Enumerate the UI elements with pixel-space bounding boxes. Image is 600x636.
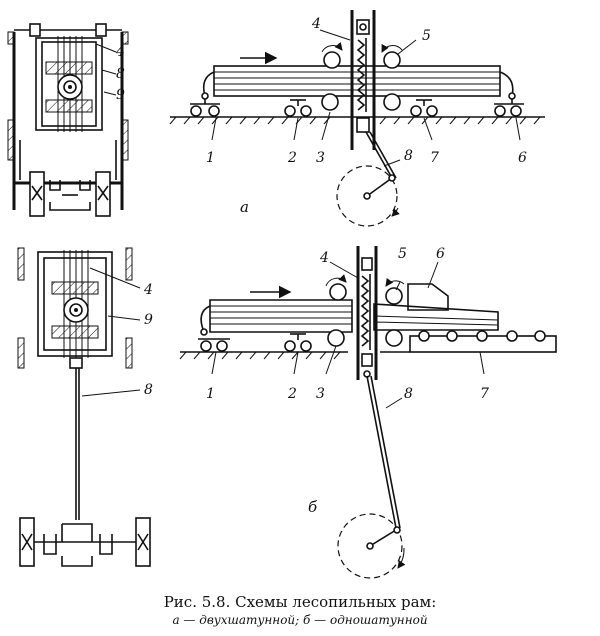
label-a-side-8: 8 (116, 66, 125, 82)
label-b-8: 8 (404, 386, 413, 402)
label-a-3: 3 (316, 150, 325, 166)
label-b-side-4: 4 (143, 282, 153, 298)
label-b-3: 3 (316, 386, 325, 402)
label-a-5: 5 (422, 28, 431, 44)
panel-a-front-view: 1 2 3 4 5 6 7 8 а (169, 10, 545, 227)
label-a-6: 6 (518, 150, 527, 166)
panel-a-sub-label: а (240, 198, 249, 216)
label-a-side-4: 4 (115, 44, 125, 60)
label-a-4: 4 (311, 16, 321, 32)
panel-b-front-view: 1 2 3 4 5 6 7 8 б (179, 246, 557, 579)
label-b-side-8: 8 (144, 382, 153, 398)
panel-b-side-view: 4 9 8 (17, 247, 153, 567)
label-b-2: 2 (287, 386, 297, 402)
label-a-7: 7 (430, 150, 439, 166)
label-b-7: 7 (480, 386, 489, 402)
label-b-1: 1 (206, 386, 215, 402)
panel-b-sub-label: б (308, 498, 318, 516)
label-b-5: 5 (398, 246, 407, 262)
label-b-6: 6 (436, 246, 445, 262)
label-a-1: 1 (206, 150, 215, 166)
panel-a-side-view: 4 8 9 (7, 23, 129, 217)
figure-caption-title: Рис. 5.8. Схемы лесопильных рам: (163, 593, 437, 611)
label-a-8: 8 (404, 148, 413, 164)
label-a-side-9: 9 (116, 87, 125, 103)
figure-caption-subtitle: а — двухшатунной; б — одношатунной (172, 613, 428, 627)
label-b-4: 4 (319, 250, 329, 266)
label-a-2: 2 (287, 150, 297, 166)
label-b-side-9: 9 (144, 312, 153, 328)
